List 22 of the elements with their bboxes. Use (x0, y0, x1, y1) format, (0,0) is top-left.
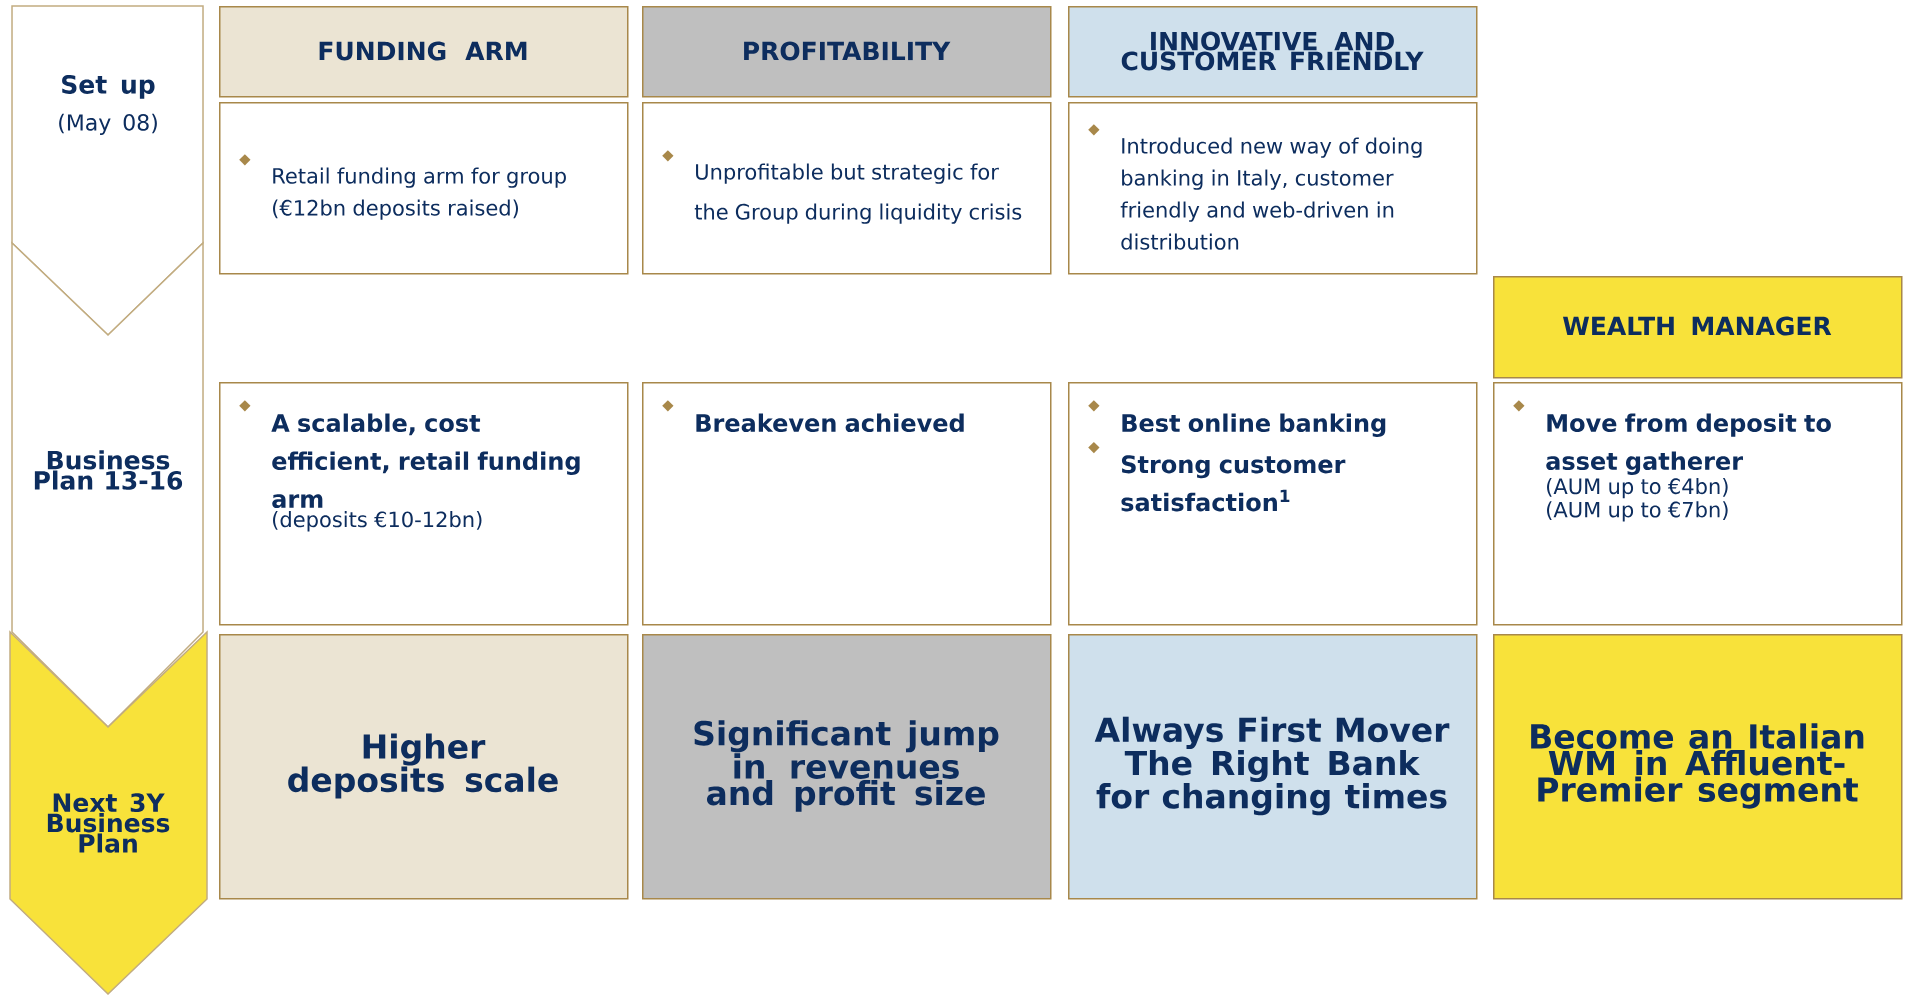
bullet-text: Retail funding arm for group (€12bn deposits raised) (273, 167, 566, 220)
bullet-text: Unprofitable but strategic for the Group during liquidity crisis (694, 163, 1022, 224)
goal-text: Become an Italian WM in Affluent-Premier segment (1531, 723, 1864, 809)
bullet-text: (AUM up to €4bn) (1547, 477, 1728, 499)
column-heading: FUNDING ARM (319, 41, 527, 61)
goal-text: Always First Mover The Right Bank for changing times (1094, 716, 1450, 816)
goal-text: Higher deposits scale (288, 733, 558, 799)
column-heading: WEALTH MANAGER (1563, 316, 1832, 336)
goal-text: Significant jump in revenues and profit size (694, 720, 999, 812)
step-banner: Set up (May 08) (11, 5, 204, 337)
step-banner: Business Plan 13-16 (11, 241, 204, 729)
bullet-text: Best online banking (1122, 413, 1386, 437)
step-banner: Next 3Y Business Plan (9, 630, 208, 995)
bullet-text: (deposits €10-12bn) (273, 511, 482, 532)
column-heading: INNOVATIVE AND CUSTOMER FRIENDLY (1121, 31, 1424, 71)
column-heading: PROFITABILITY (744, 41, 951, 61)
bullet-text: Move from deposit to asset gatherer (1546, 413, 1831, 475)
bullet-text: Strong customer satisfaction$^{1}$ (1121, 455, 1346, 512)
bullet-text: (AUM up to €7bn) (1547, 501, 1728, 522)
bullet-text: A scalable, cost efficient, retail funding arm (271, 413, 580, 509)
bullet-text: Introduced new way of doing banking in Italy, customer friendly and web-driven in distribution (1120, 137, 1422, 250)
bullet-text: Breakeven achieved (696, 413, 964, 433)
